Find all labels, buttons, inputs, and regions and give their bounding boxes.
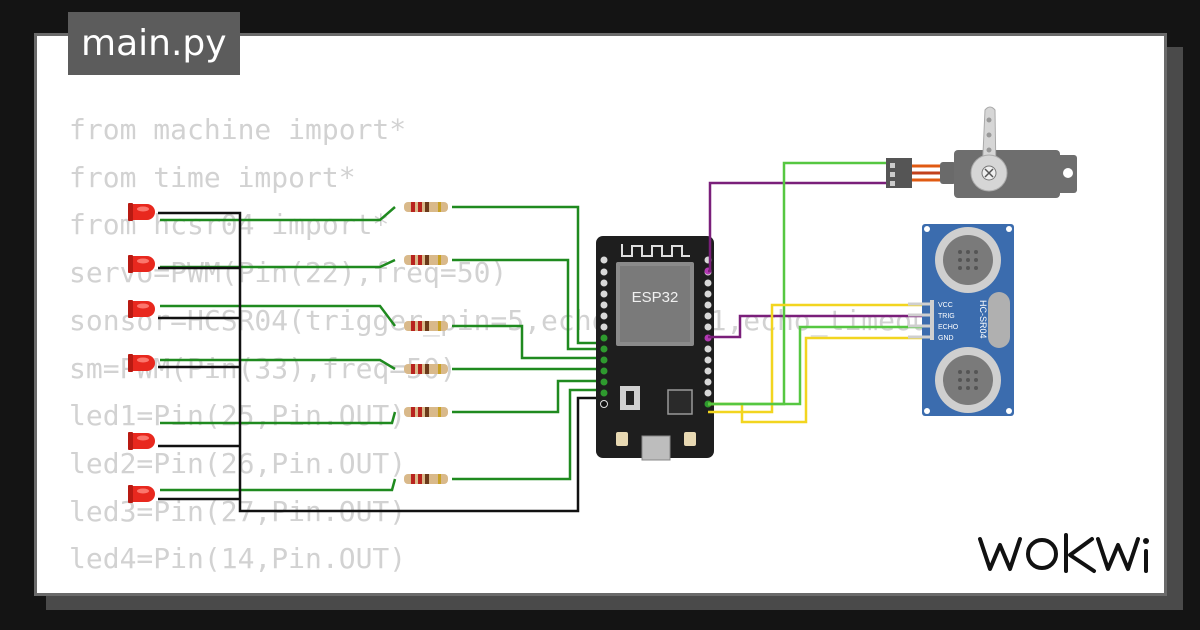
board-label: ESP32 <box>632 289 679 306</box>
led-icon[interactable] <box>128 485 155 503</box>
code-line: led5=Pin(12,Pin.OUT) <box>69 583 1013 593</box>
led-icon[interactable] <box>128 300 155 318</box>
code-line: sonsor=HCSR04(trigger_pin=5,echo_pin=21,… <box>69 303 1014 337</box>
resistor-icon[interactable] <box>404 255 448 265</box>
led-icon[interactable] <box>128 432 155 450</box>
pin-label-vcc: VCC <box>938 302 953 309</box>
resistor-icon[interactable] <box>404 364 448 374</box>
resistor-icon[interactable] <box>404 202 448 212</box>
file-tab[interactable]: main.py <box>68 12 240 75</box>
wokwi-logo <box>978 533 1149 573</box>
resistor-icon[interactable] <box>404 407 448 417</box>
pin-label-echo: ECHO <box>938 324 959 331</box>
pin-label-trig: TRIG <box>938 313 955 320</box>
code-line: from time import* <box>69 160 356 194</box>
ground-wires <box>158 211 598 513</box>
led-icon[interactable] <box>128 203 155 221</box>
code-line: led2=Pin(26,Pin.OUT) <box>69 446 407 480</box>
peripheral-wires <box>708 161 930 424</box>
pin-label-gnd: GND <box>938 335 954 342</box>
code-line: from machine import* <box>69 113 407 146</box>
sensor-label: HC-SR04 <box>978 300 988 339</box>
signal-wires <box>160 205 598 492</box>
led-icon[interactable] <box>128 354 155 372</box>
sensor-pin-labels: VCC TRIG ECHO GND <box>938 302 959 342</box>
resistor-icon[interactable] <box>404 474 448 484</box>
code-line: led1=Pin(25,Pin.OUT) <box>69 399 407 433</box>
ultrasonic-sensor-icon[interactable] <box>908 224 1014 416</box>
servo-icon[interactable] <box>886 106 1077 198</box>
led-icon[interactable] <box>128 255 155 273</box>
resistor-icon[interactable] <box>404 321 448 331</box>
esp32-board-icon[interactable] <box>596 236 714 461</box>
code-line: led4=Pin(14,Pin.OUT) <box>69 542 407 576</box>
